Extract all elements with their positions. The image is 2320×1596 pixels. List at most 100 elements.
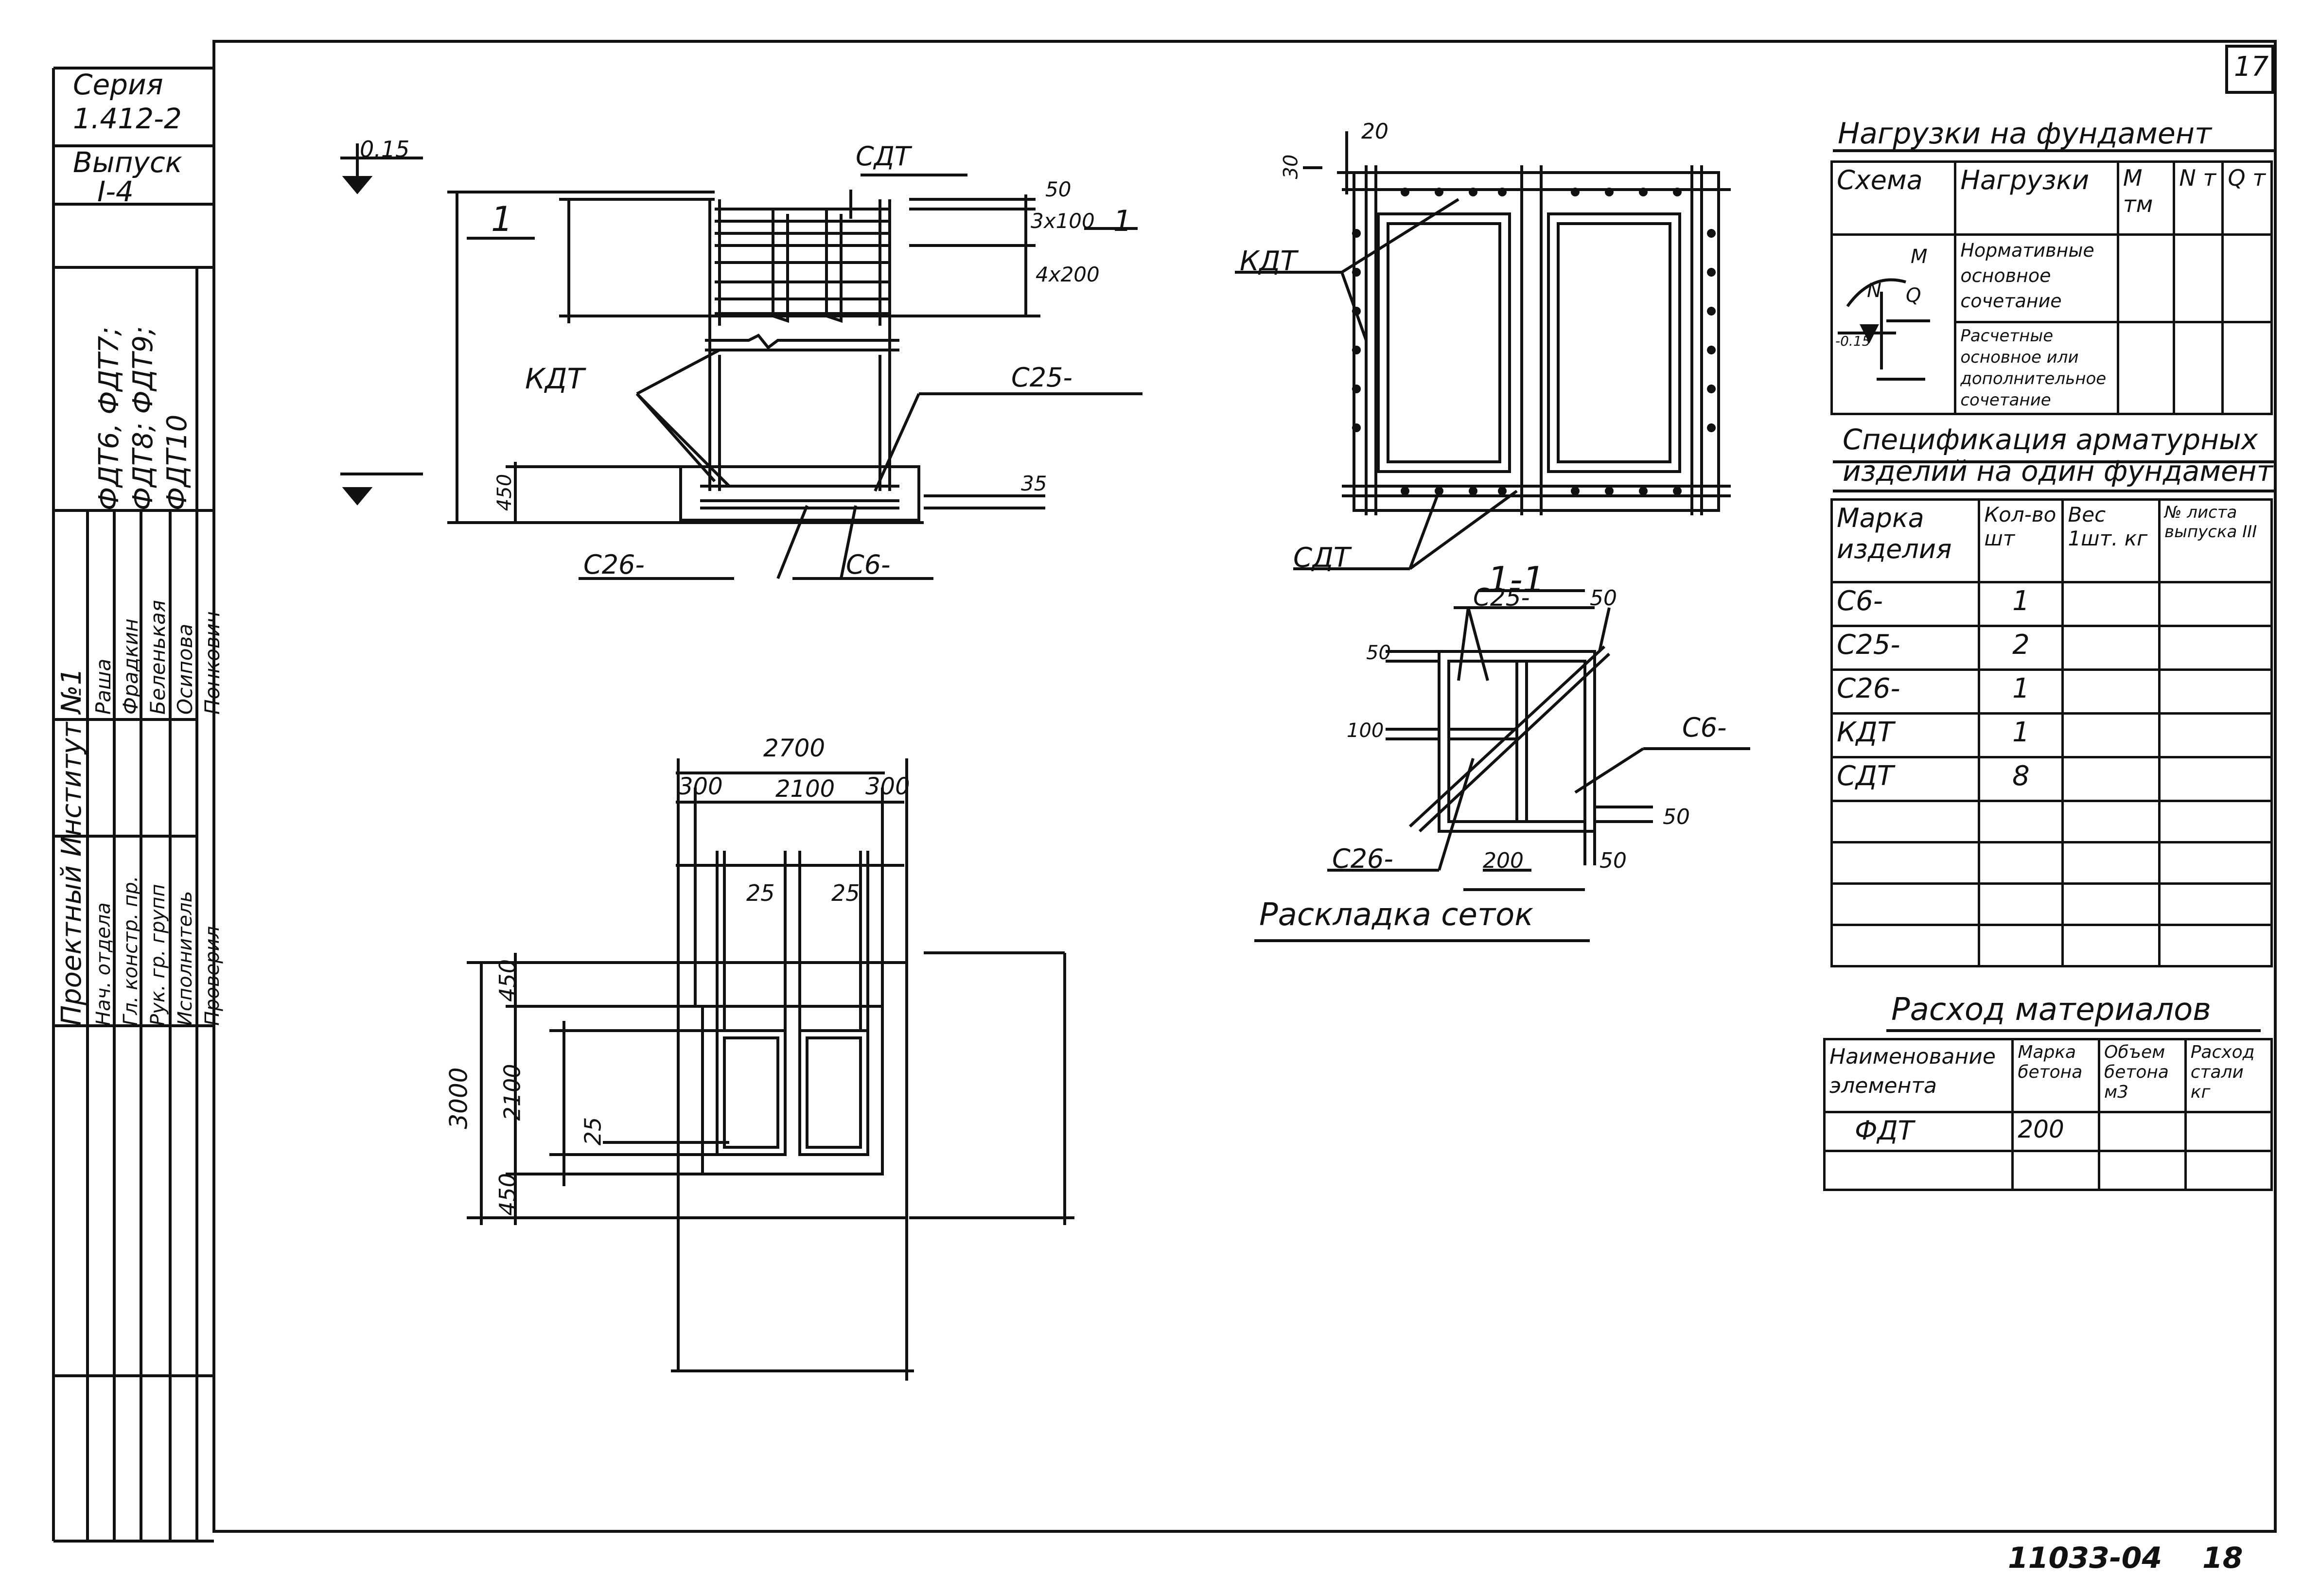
- materials-grade: [2011, 1150, 2101, 1191]
- stamp-name-3: Беленькая: [146, 600, 170, 715]
- stamp-issue-value: I-4: [97, 175, 134, 208]
- loads-table: Схема Нагрузки M тм N т Q т M N Q -0.15 …: [1830, 160, 2273, 415]
- section-label-c26: С26-: [1332, 843, 1393, 874]
- stamp-series-label: Серия: [73, 68, 163, 101]
- materials-title: Расход материалов: [1891, 992, 2211, 1028]
- materials-header-grade: Марка бетона: [2011, 1038, 2101, 1113]
- section-label-c25: С25-: [1473, 583, 1530, 612]
- spec-qty: 1: [1978, 668, 2064, 715]
- loads-row-design: Расчетные основное или дополнительное со…: [1954, 321, 2119, 415]
- spec-sheet: [2158, 625, 2273, 671]
- label-kdt-elev: КДТ: [525, 362, 584, 395]
- stamp-name-1: Раша: [91, 658, 115, 715]
- dim-450-elev: 450: [493, 474, 516, 511]
- grid-dim-20: 20: [1361, 119, 1388, 144]
- plan-dim-300-left: 300: [678, 773, 723, 800]
- dim-35: 35: [1021, 472, 1047, 495]
- stamp-marks: ФДТ6, ФДТ7; ФДТ8; ФДТ9; ФДТ10: [92, 277, 194, 510]
- plan-dim-450-bottom: 450: [494, 1173, 521, 1216]
- spec-sheet: [2158, 581, 2273, 627]
- loads-row-normative: Нормативные основное сочетание: [1954, 233, 2119, 323]
- stamp-name-2: Фрадкин: [119, 618, 142, 715]
- loads-title: Нагрузки на фундамент: [1838, 117, 2212, 151]
- table-row: [1830, 841, 2273, 885]
- grid-dim-30: 30: [1280, 154, 1302, 179]
- stamp-marks-line1: ФДТ6, ФДТ7;: [93, 326, 125, 510]
- materials-steel: [2184, 1150, 2273, 1191]
- stamp-role-3: Рук. гр. групп: [147, 884, 169, 1026]
- dim-3x100: 3x100: [1031, 209, 1095, 233]
- materials-header-name: Наименование элемента: [1823, 1038, 2014, 1113]
- section-mark-left: 1: [491, 199, 513, 239]
- grid-layout-caption: Раскладка сеток: [1259, 897, 1533, 933]
- materials-name: [1823, 1150, 2014, 1191]
- spec-table: Марка изделия Кол-во шт Вес 1шт. кг № ли…: [1830, 498, 2273, 967]
- spec-sheet: [2158, 882, 2273, 926]
- table-row: ФДТ 200: [1823, 1111, 2273, 1152]
- spec-mark: СДТ: [1830, 756, 1981, 802]
- loads-scheme-cell: M N Q -0.15: [1830, 233, 1957, 415]
- footer-page: 18: [2202, 1541, 2243, 1575]
- dim-4x200: 4x200: [1036, 263, 1100, 286]
- plan-dim-2100-vert: 2100: [499, 1064, 526, 1121]
- spec-sheet: [2158, 712, 2273, 758]
- spec-qty: [1978, 841, 2064, 885]
- plan-dim-450-top: 450: [494, 959, 521, 1002]
- loads-header-m: M тм: [2116, 160, 2176, 236]
- stamp-series-value: 1.412-2: [73, 102, 182, 135]
- stamp-role-4: Исполнитель: [174, 891, 196, 1026]
- loads-cell: [2221, 321, 2273, 415]
- section-mark-right: 1: [1113, 204, 1132, 238]
- materials-grade: 200: [2011, 1111, 2101, 1152]
- spec-header-weight: Вес 1шт. кг: [2061, 498, 2161, 583]
- materials-volume: [2098, 1150, 2187, 1191]
- spec-weight: [2061, 712, 2161, 758]
- materials-steel: [2184, 1111, 2273, 1152]
- label-c25-elev: С25-: [1011, 362, 1072, 393]
- spec-qty: [1978, 800, 2064, 843]
- spec-sheet: [2158, 800, 2273, 843]
- footer-code: 11033-04: [2008, 1541, 2162, 1575]
- table-row: С6- 1: [1830, 581, 2273, 627]
- spec-weight: [2061, 668, 2161, 715]
- spec-weight: [2061, 800, 2161, 843]
- stamp-marks-line2: ФДТ8; ФДТ9;: [127, 326, 159, 510]
- spec-mark: [1830, 800, 1981, 843]
- stamp-marks-line3: ФДТ10: [161, 414, 193, 510]
- spec-qty: 8: [1978, 756, 2064, 802]
- plan-dim-2700: 2700: [763, 734, 826, 762]
- stamp-name-4: Осипова: [173, 623, 197, 715]
- elevation-mark: 0.15: [360, 136, 410, 162]
- loads-header-q: Q т: [2221, 160, 2273, 236]
- spec-mark: С25-: [1830, 625, 1981, 671]
- loads-header-n: N т: [2173, 160, 2224, 236]
- scheme-q-label: Q: [1906, 284, 1921, 307]
- loads-cell: [2173, 233, 2224, 323]
- spec-weight: [2061, 924, 2161, 967]
- table-row: СДТ 8: [1830, 756, 2273, 802]
- spec-qty: 1: [1978, 712, 2064, 758]
- spec-header-sheet: № листа выпуска III: [2158, 498, 2273, 583]
- spec-sheet: [2158, 756, 2273, 802]
- scheme-n-label: N: [1867, 280, 1881, 302]
- spec-weight: [2061, 882, 2161, 926]
- spec-header-mark: Марка изделия: [1830, 498, 1981, 583]
- materials-header-volume: Объем бетона м3: [2098, 1038, 2187, 1113]
- scheme-m-label: M: [1911, 246, 1928, 268]
- loads-header-scheme: Схема: [1830, 160, 1957, 236]
- spec-mark: С26-: [1830, 668, 1981, 715]
- table-row: [1830, 882, 2273, 926]
- materials-name: ФДТ: [1823, 1111, 2014, 1152]
- materials-volume: [2098, 1111, 2187, 1152]
- spec-qty: [1978, 882, 2064, 926]
- spec-sheet: [2158, 841, 2273, 885]
- page-number: 17: [2234, 51, 2269, 83]
- materials-header-steel: Расход стали кг: [2184, 1038, 2273, 1113]
- label-sdt-top: СДТ: [856, 141, 911, 172]
- section-label-c6: С6-: [1682, 712, 1727, 743]
- spec-title-line1: Спецификация арматурных: [1843, 423, 2258, 456]
- section-dim-100: 100: [1347, 719, 1384, 742]
- spec-mark: [1830, 882, 1981, 926]
- stamp-name-5: Понкович: [200, 611, 224, 715]
- section-dim-200: 200: [1483, 848, 1524, 873]
